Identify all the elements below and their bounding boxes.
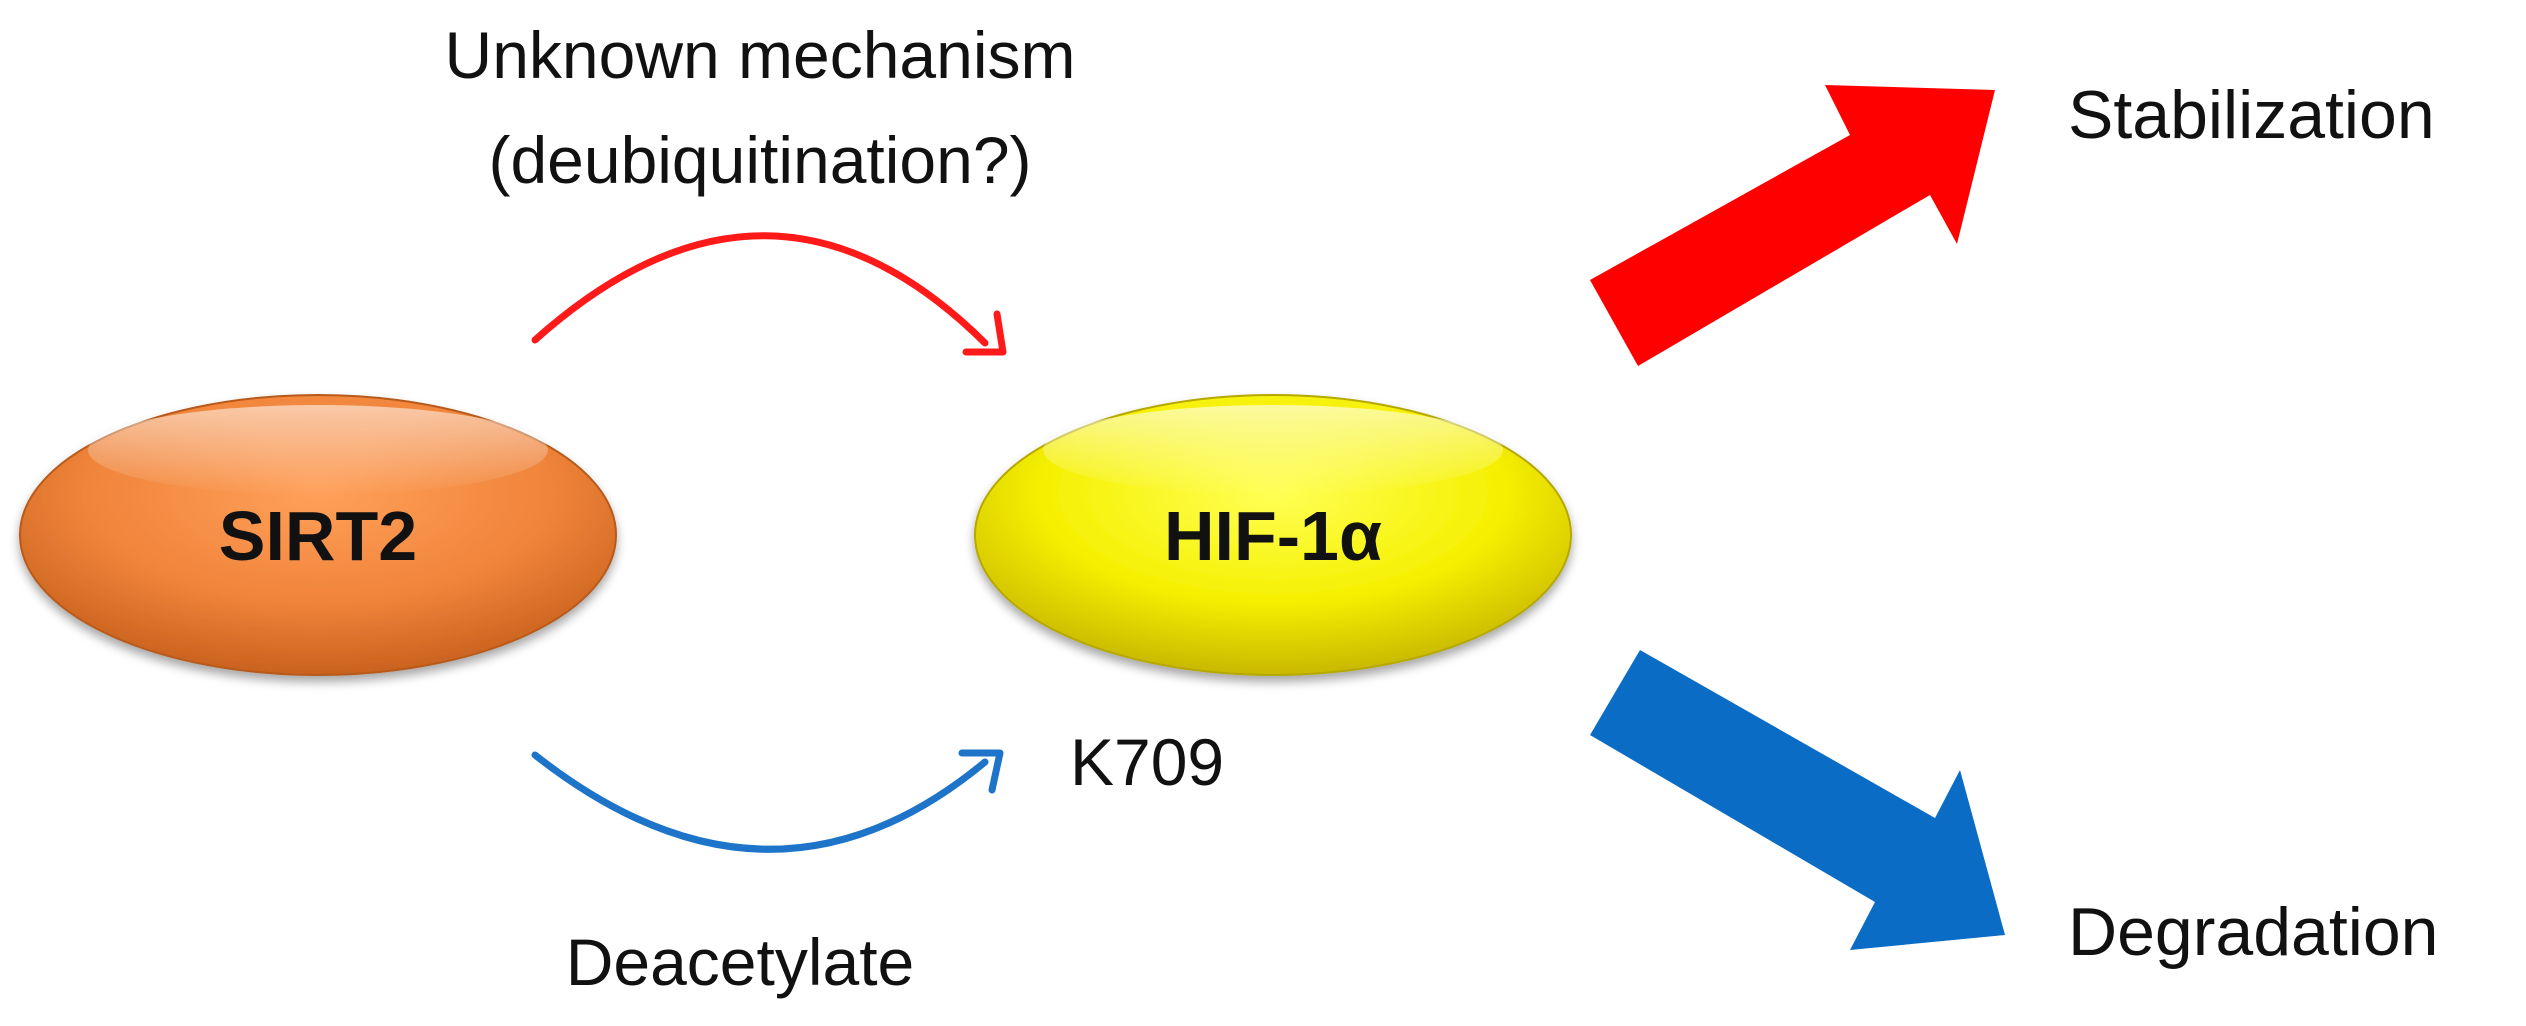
stabilization-arrow [1590,85,1995,366]
lower-edge-label: Deacetylate [566,925,915,999]
sirt2-label: SIRT2 [219,497,417,575]
stabilization-label: Stabilization [2068,77,2435,153]
site-label: K709 [1070,725,1224,799]
upper-edge-label-line2: (deubiquitination?) [488,123,1031,197]
upper-curved-arrow [531,232,1007,356]
upper-edge-label-line1: Unknown mechanism [445,18,1076,92]
lower-arrowhead [958,749,1004,794]
degradation-arrow [1590,650,2005,950]
upper-arrow-path [531,232,989,347]
upper-arrowhead [962,310,1007,356]
degradation-label: Degradation [2068,894,2438,970]
hif1a-node [974,394,1572,676]
hif1a-label: HIF-1α [1164,497,1382,575]
sirt2-node [19,394,617,676]
lower-curved-arrow [531,749,1004,853]
lower-arrow-path [531,751,989,853]
